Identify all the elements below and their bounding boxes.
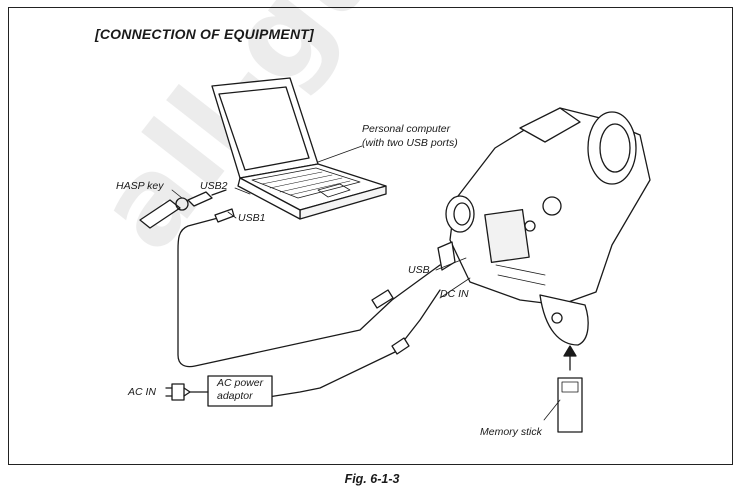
label-usb1: USB1 <box>238 212 266 224</box>
label-memory-stick: Memory stick <box>480 426 542 438</box>
usb-cable <box>177 213 441 368</box>
figure-frame <box>8 7 733 465</box>
label-personal-computer: Personal computer <box>362 123 451 135</box>
camera-illustration <box>437 107 651 346</box>
label-usb2: USB2 <box>200 180 228 192</box>
laptop-illustration <box>211 77 387 220</box>
label-ac-in: AC IN <box>128 386 157 398</box>
figure-caption: Fig. 6-1-3 <box>344 472 400 486</box>
dc-cable <box>261 289 441 399</box>
label-ac-adaptor: adaptor <box>217 390 253 402</box>
label-hasp-key: HASP key <box>116 180 164 192</box>
diagram-title: [CONNECTION OF EQUIPMENT] <box>95 26 314 42</box>
hasp-key-illustration <box>139 189 227 229</box>
label-ac-power: AC power <box>217 377 264 389</box>
ac-adaptor-box <box>207 375 273 407</box>
label-usb: USB <box>408 264 430 276</box>
label-dc-in: DC IN <box>440 288 469 300</box>
ac-plug-illustration <box>165 383 191 401</box>
label-personal-computer-note: (with two USB ports) <box>362 137 458 149</box>
memory-stick-illustration <box>557 377 583 433</box>
